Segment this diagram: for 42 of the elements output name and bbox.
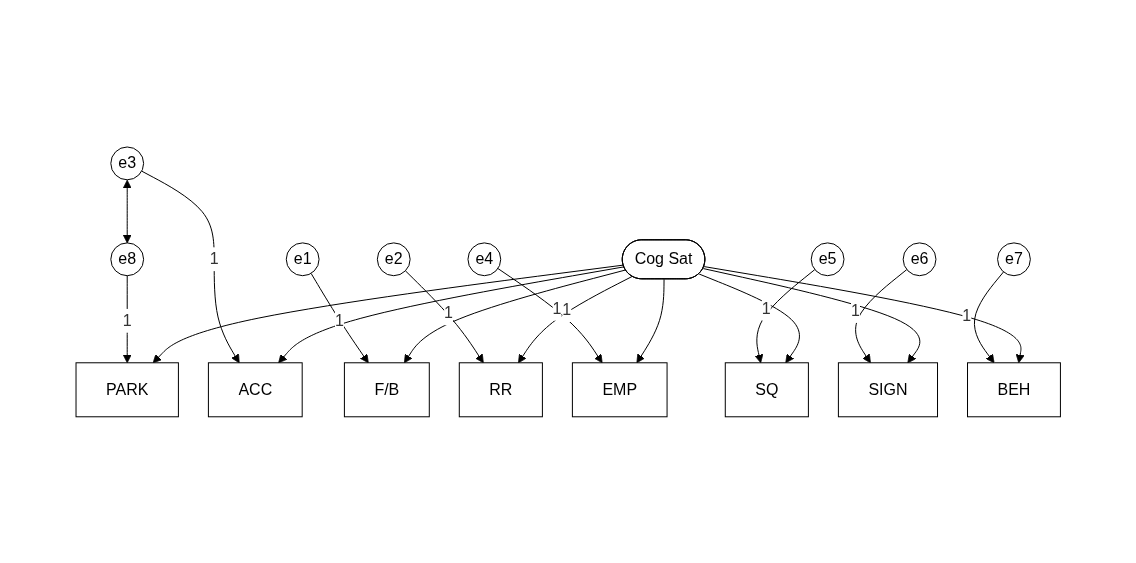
node-box: F/B: [343, 361, 430, 417]
arrow: [702, 267, 921, 363]
node-box: PARK: [75, 361, 179, 417]
edge-label: 1: [209, 249, 219, 267]
node-circle: e4: [467, 242, 502, 276]
arrow: [754, 268, 816, 363]
edge-label: 1: [761, 299, 771, 317]
edge-label: 1: [443, 303, 453, 321]
arrow: [140, 170, 240, 363]
arrow: [152, 264, 624, 363]
node-circle: e2: [376, 242, 411, 276]
arrow: [403, 269, 626, 363]
node-box: BEH: [966, 361, 1061, 417]
node-circle: e8: [110, 242, 144, 276]
node-box: SIGN: [837, 361, 938, 417]
arrow: [636, 278, 665, 363]
edge-label: 1: [552, 299, 562, 317]
arrow: [278, 265, 625, 363]
node-circle: e3: [110, 146, 144, 180]
node-circle: e6: [902, 242, 937, 276]
arrow: [698, 273, 800, 363]
node-box: SQ: [724, 361, 809, 417]
edge-label: 1: [122, 311, 132, 329]
arrow: [310, 272, 369, 363]
arrow: [497, 267, 603, 363]
node-circle: e1: [285, 242, 320, 276]
arrow: [404, 269, 484, 363]
arrow: [517, 275, 633, 363]
arrow: [854, 268, 908, 363]
arrow: [703, 265, 1025, 363]
edge-label: 1: [562, 300, 571, 318]
node-box: RR: [458, 361, 543, 417]
node-circle: e7: [996, 242, 1031, 276]
arrow: [973, 271, 1004, 363]
arrow: [122, 179, 132, 243]
edge-label: 1: [850, 301, 860, 319]
node-circle: e5: [810, 242, 845, 276]
arrow: [122, 274, 132, 363]
node-box: ACC: [207, 361, 303, 417]
edge-label: 1: [962, 307, 971, 325]
node-box: EMP: [571, 361, 668, 417]
edge-label: 1: [334, 311, 344, 329]
